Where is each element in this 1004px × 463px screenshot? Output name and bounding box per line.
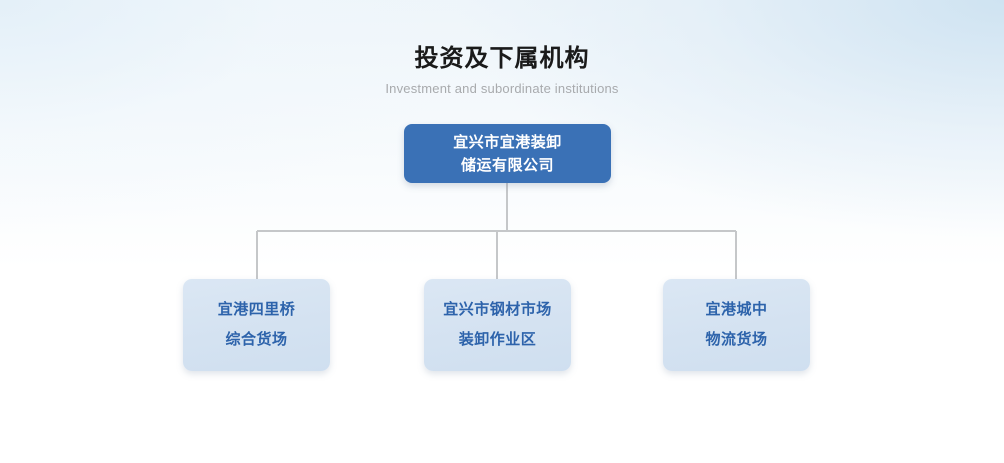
org-node-child-2[interactable]: 宜兴市钢材市场 装卸作业区 bbox=[424, 279, 571, 371]
org-node-child-3-line-2: 物流货场 bbox=[705, 331, 768, 348]
org-node-child-1[interactable]: 宜港四里桥 综合货场 bbox=[183, 279, 330, 371]
org-node-child-1-line-2: 综合货场 bbox=[225, 331, 288, 348]
org-node-child-2-line-2: 装卸作业区 bbox=[458, 331, 537, 348]
org-node-child-2-line-1: 宜兴市钢材市场 bbox=[443, 301, 552, 318]
org-node-child-1-line-1: 宜港四里桥 bbox=[217, 301, 296, 318]
page-subtitle: Investment and subordinate institutions bbox=[385, 81, 619, 96]
page-heading: 投资及下属机构 Investment and subordinate insti… bbox=[0, 44, 1004, 97]
org-node-child-3[interactable]: 宜港城中 物流货场 bbox=[663, 279, 810, 371]
org-node-root[interactable]: 宜兴市宜港装卸 储运有限公司 bbox=[404, 124, 611, 183]
org-node-root-line-2: 储运有限公司 bbox=[460, 156, 554, 174]
page-title: 投资及下属机构 bbox=[414, 45, 590, 72]
org-node-child-3-line-1: 宜港城中 bbox=[705, 301, 768, 318]
org-node-root-line-1: 宜兴市宜港装卸 bbox=[453, 133, 562, 151]
